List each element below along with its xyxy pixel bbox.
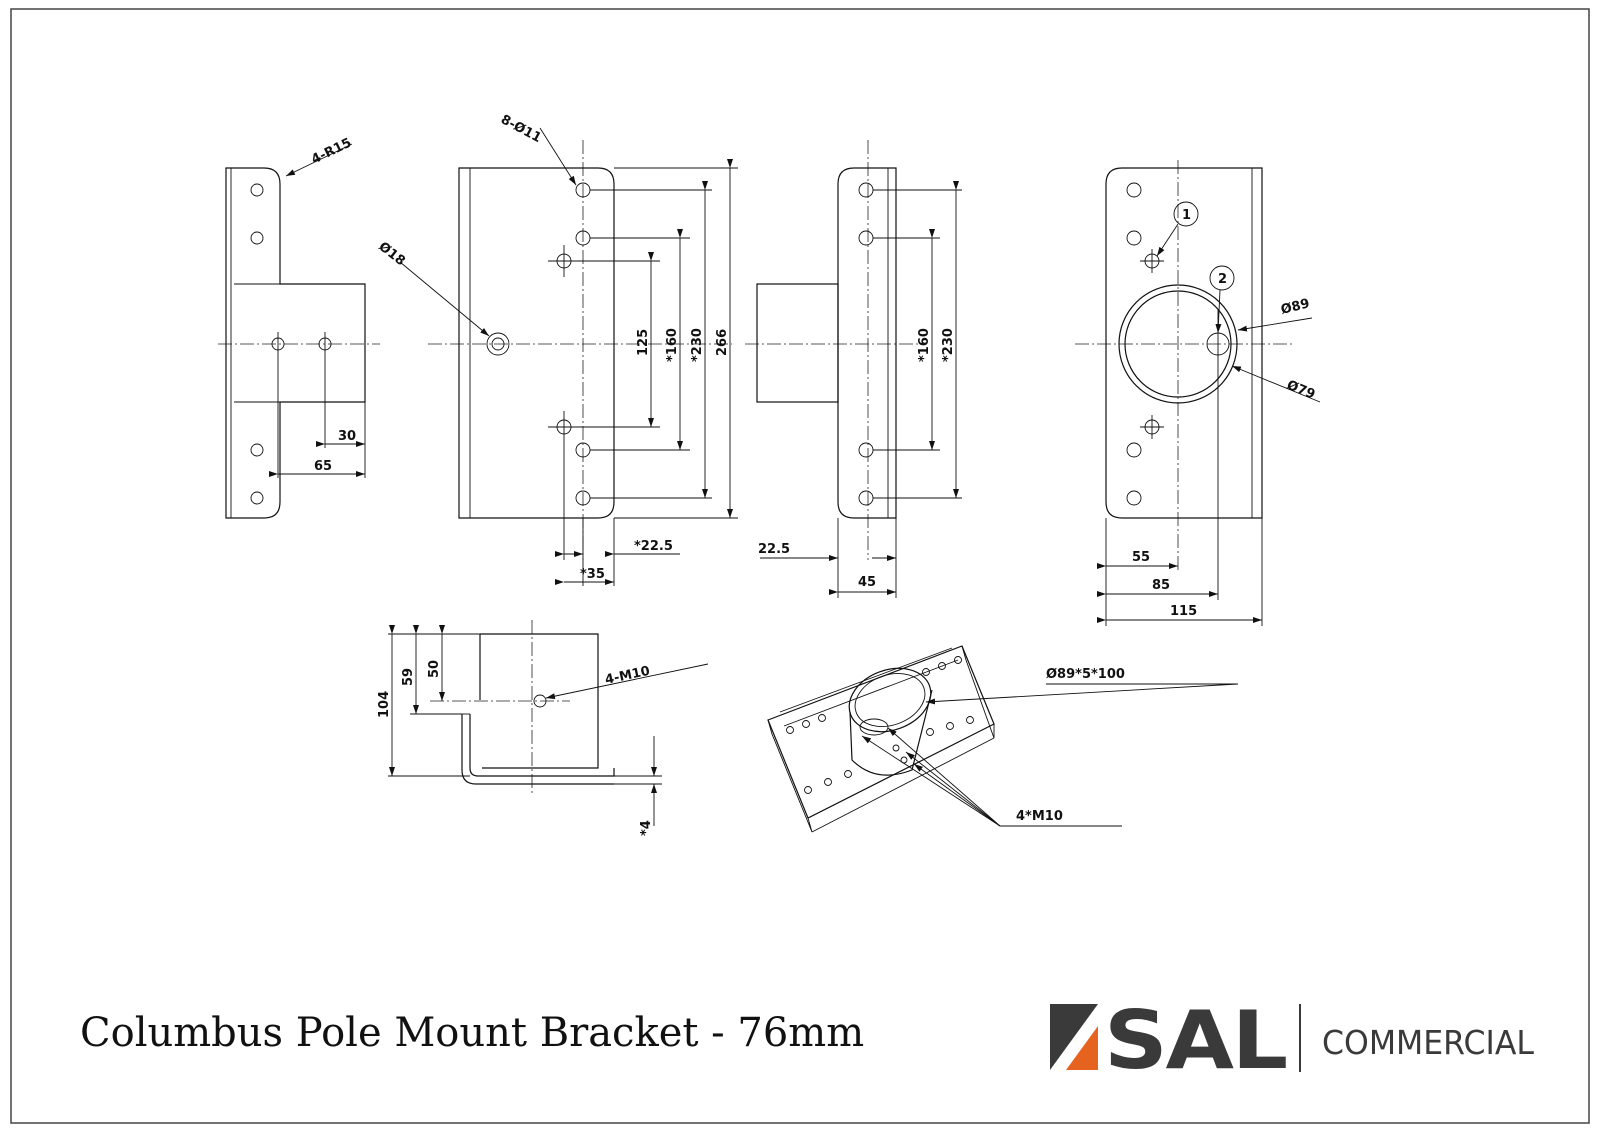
dim-22-5-front: *22.5 — [634, 539, 673, 554]
iso-view: Ø89*5*100 4*M10 — [767, 645, 1239, 833]
callout-1: 1 — [1182, 208, 1191, 223]
dim-160-right: *160 — [917, 328, 932, 362]
sheet-border — [10, 8, 1590, 1124]
dim-104: 104 — [377, 691, 392, 718]
dim-125: 125 — [636, 329, 651, 356]
dim-35: *35 — [580, 567, 605, 582]
iso-thread-label: 4*M10 — [1016, 809, 1063, 824]
dia-79-label: Ø79 — [1285, 378, 1318, 403]
dim-115: 115 — [1170, 604, 1197, 619]
dim-50: 50 — [427, 660, 442, 678]
dim-230: *230 — [690, 328, 705, 362]
brand-division: COMMERCIAL — [1322, 1023, 1535, 1062]
dim-266: 266 — [715, 329, 730, 356]
fillet-label: 4-R15 — [309, 135, 354, 167]
section-view: 104 59 50 4-M10 *4 — [377, 620, 709, 836]
dim-59: 59 — [401, 668, 416, 686]
front-view: 125 *160 *230 266 *22.5 *35 8-Ø11 Ø18 — [376, 112, 738, 586]
dim-30: 30 — [338, 429, 356, 444]
dim-55: 55 — [1132, 550, 1150, 565]
sal-commercial-logo: SAL COMMERCIAL — [1050, 1000, 1535, 1075]
side-left-view: 65 30 4-R15 — [218, 135, 380, 519]
dim-230-right: *230 — [941, 328, 956, 362]
dim-22-5-right: 22.5 — [758, 542, 790, 557]
dim-85: 85 — [1152, 578, 1170, 593]
tube-label: Ø89*5*100 — [1046, 667, 1125, 682]
sal-mark-icon — [1050, 1004, 1098, 1070]
thread-label: 4-M10 — [604, 664, 652, 688]
dia-89-label: Ø89 — [1279, 296, 1311, 318]
dim-45: 45 — [858, 575, 876, 590]
dim-65: 65 — [314, 459, 332, 474]
dim-4: *4 — [639, 820, 654, 836]
side-right-view: *160 *230 22.5 45 — [745, 140, 962, 598]
rear-view: 1 2 Ø89 Ø79 55 85 115 — [1075, 160, 1321, 626]
holes-label: 8-Ø11 — [498, 112, 544, 146]
brand-mark: SAL — [1104, 1000, 1286, 1075]
callout-2: 2 — [1218, 272, 1227, 287]
dim-160: *160 — [665, 328, 680, 362]
page-title: Columbus Pole Mount Bracket - 76mm — [80, 1010, 865, 1056]
